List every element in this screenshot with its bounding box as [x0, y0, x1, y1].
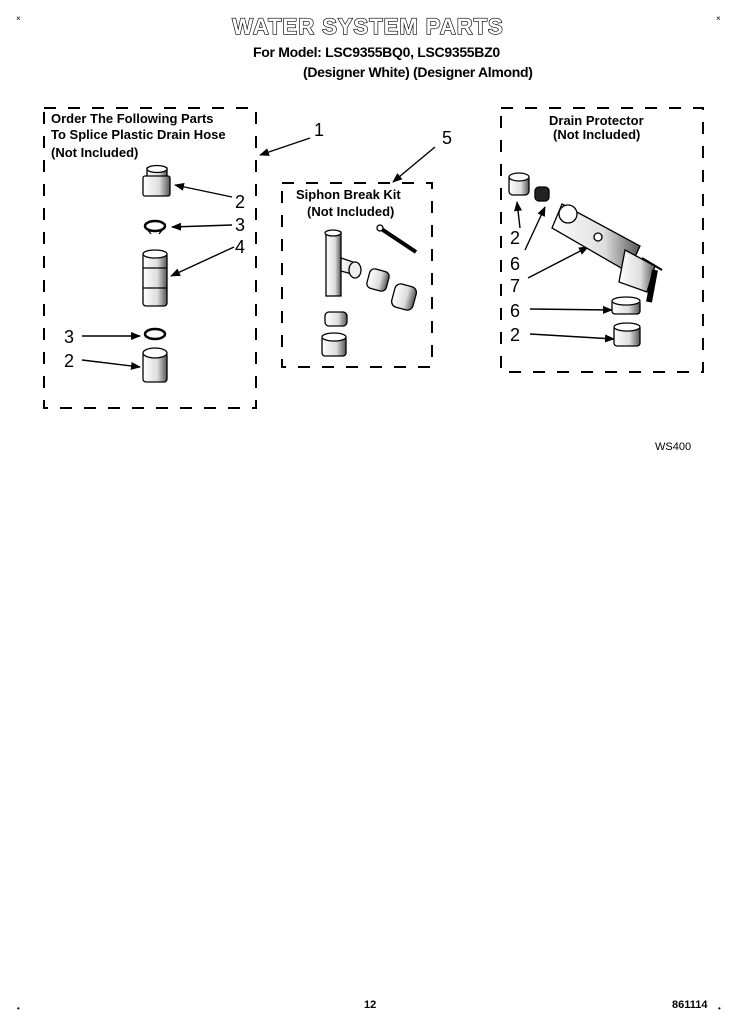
page-title: WATER SYSTEM PARTS — [232, 13, 504, 39]
splice-box — [43, 107, 257, 409]
doc-code: 861114 — [672, 999, 708, 1011]
drain-box-label-1: Drain Protector — [549, 113, 644, 128]
drain-box — [500, 107, 704, 373]
corner-mark-tl: × — [16, 14, 21, 23]
splice-box-label-1: Order The Following Parts — [51, 111, 214, 126]
callout-right-2a: 2 — [510, 228, 521, 248]
splice-box-label-3: (Not Included) — [51, 145, 139, 160]
callout-right-6b: 6 — [510, 301, 521, 321]
callout-right-6a: 6 — [510, 254, 521, 274]
variant-line: (Designer White) (Designer Almond) — [303, 64, 533, 80]
callout-left-3b: 3 — [64, 327, 75, 347]
siphon-box — [281, 182, 433, 368]
siphon-box-label-2: (Not Included) — [307, 204, 395, 219]
corner-mark-br: • — [718, 1004, 721, 1013]
callout-left-3a: 3 — [235, 215, 246, 235]
corner-mark-bl: • — [17, 1004, 20, 1013]
siphon-box-label-1: Siphon Break Kit — [296, 187, 401, 202]
callout-left-2b: 2 — [64, 351, 75, 371]
figure-code: WS400 — [655, 441, 692, 453]
callout-left-2a: 2 — [235, 192, 246, 212]
callout-1: 1 — [314, 120, 325, 140]
drain-box-label-2: (Not Included) — [553, 127, 641, 142]
callout-right-2b: 2 — [510, 325, 521, 345]
callout-right-7: 7 — [510, 276, 521, 296]
callout-left-4: 4 — [235, 237, 246, 257]
page-number: 12 — [364, 999, 377, 1011]
callout-5: 5 — [442, 128, 453, 148]
model-line: For Model: LSC9355BQ0, LSC9355BZ0 — [253, 44, 500, 60]
corner-mark-tr: × — [716, 14, 721, 23]
splice-box-label-2: To Splice Plastic Drain Hose — [51, 127, 226, 142]
